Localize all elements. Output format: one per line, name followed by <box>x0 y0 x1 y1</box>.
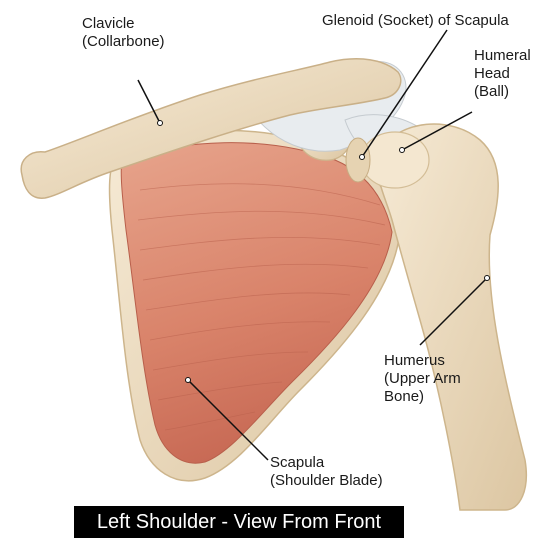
figure-caption: Left Shoulder - View From Front <box>74 506 404 538</box>
leader-dot-scapula <box>186 378 191 383</box>
label-humeral-head-line1: Humeral <box>474 47 531 65</box>
label-humeral-head: Humeral Head (Ball) <box>474 47 531 101</box>
label-clavicle-line1: Clavicle <box>82 15 165 33</box>
label-clavicle-line2: (Collarbone) <box>82 33 165 51</box>
label-scapula-line1: Scapula <box>270 454 383 472</box>
leader-dot-glenoid <box>360 155 365 160</box>
label-humeral-head-line3: (Ball) <box>474 83 531 101</box>
subscapularis-muscle <box>121 143 392 463</box>
label-glenoid-line1: Glenoid (Socket) of Scapula <box>322 12 509 30</box>
label-scapula-line2: (Shoulder Blade) <box>270 472 383 490</box>
label-humerus: Humerus (Upper Arm Bone) <box>384 352 461 406</box>
label-humerus-line3: Bone) <box>384 388 461 406</box>
glenoid-socket <box>346 138 370 182</box>
label-scapula: Scapula (Shoulder Blade) <box>270 454 383 490</box>
label-glenoid: Glenoid (Socket) of Scapula <box>322 12 509 30</box>
leader-dot-humerus <box>485 276 490 281</box>
leader-dot-humeral-head <box>400 148 405 153</box>
label-humerus-line1: Humerus <box>384 352 461 370</box>
label-clavicle: Clavicle (Collarbone) <box>82 15 165 51</box>
label-humerus-line2: (Upper Arm <box>384 370 461 388</box>
leader-dot-clavicle <box>158 121 163 126</box>
label-humeral-head-line2: Head <box>474 65 531 83</box>
